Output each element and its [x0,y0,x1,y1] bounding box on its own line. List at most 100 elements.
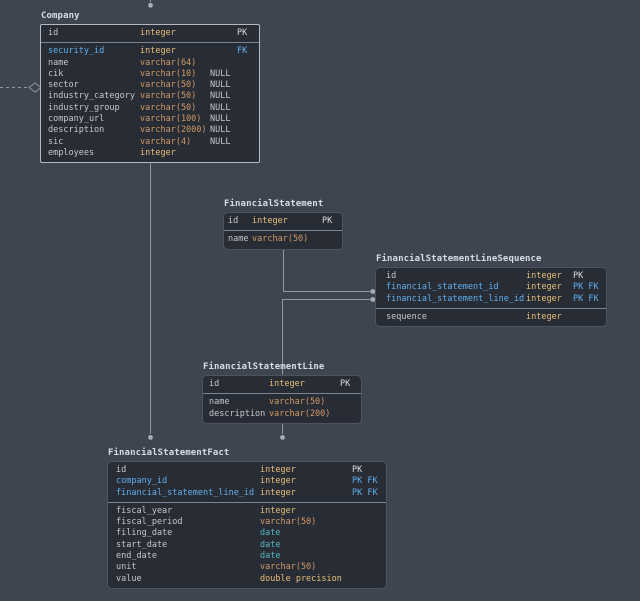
column-type: integer [252,216,288,226]
column-keys: PK [237,28,248,38]
relation-endpoint-dot [370,297,376,302]
column-type: varchar(50) [252,234,309,245]
column-type: date [260,539,281,550]
relation-line-fact[interactable] [280,424,285,440]
relation-line-linesequence[interactable] [282,297,376,375]
table-title[interactable]: Company [41,11,80,21]
column-type: varchar(200) [269,408,331,419]
column-keys [352,517,378,528]
column-keys [237,58,252,69]
column-type: integer [260,476,296,487]
column-name: description [48,125,105,136]
column-name: name [228,234,249,245]
column-type: varchar(4) [140,136,192,147]
column-nullable [210,28,237,39]
column-type: integer [526,271,562,281]
relation-financialstatement-linesequence[interactable] [283,248,376,294]
column-keys [352,562,378,573]
column-type: varchar(10) [140,68,197,79]
column-name: unit [116,562,137,573]
column-type: date [260,528,281,539]
column-keys: PK FK [352,487,378,498]
column-type: integer [260,487,296,498]
column-nullable: NULL [210,102,231,113]
column-name: fiscal_period [116,517,183,528]
table-title[interactable]: FinancialStatementLine [203,362,325,372]
column-keys [237,137,252,148]
column-type: integer [260,465,296,475]
column-row-id[interactable]: id integer PK [108,465,386,476]
column-name: industry_category [48,91,135,102]
column-name: id [116,465,127,475]
column-keys: FK [237,46,248,57]
column-keys [573,312,596,323]
column-keys [340,409,355,420]
column-keys [237,103,252,114]
column-keys: PK FK [573,282,599,293]
column-keys [237,80,252,91]
column-keys [352,528,378,539]
relation-offscreen-company-top[interactable] [148,0,153,8]
column-name: id [228,216,239,226]
column-name: financial_statement_line_id [116,487,255,498]
column-keys: PK FK [352,476,378,487]
relation-company-fact[interactable] [148,163,153,440]
table-title[interactable]: FinancialStatement [224,199,324,209]
column-keys: PK [352,465,363,475]
relation-offscreen-company-left[interactable] [0,82,42,93]
column-type: varchar(50) [260,562,317,573]
column-keys [352,574,378,585]
column-keys [340,397,355,408]
table-title[interactable]: FinancialStatementFact [108,448,230,458]
relation-endpoint-dot [370,289,376,294]
column-name: description [209,408,266,419]
column-type: integer [269,379,305,389]
column-keys [237,125,252,136]
table-title[interactable]: FinancialStatementLineSequence [376,254,542,264]
column-row-unit[interactable]: unit varchar(50) [108,562,386,573]
column-row-financial_statement_line_id[interactable]: financial_statement_line_id integer PK FK [108,488,386,499]
